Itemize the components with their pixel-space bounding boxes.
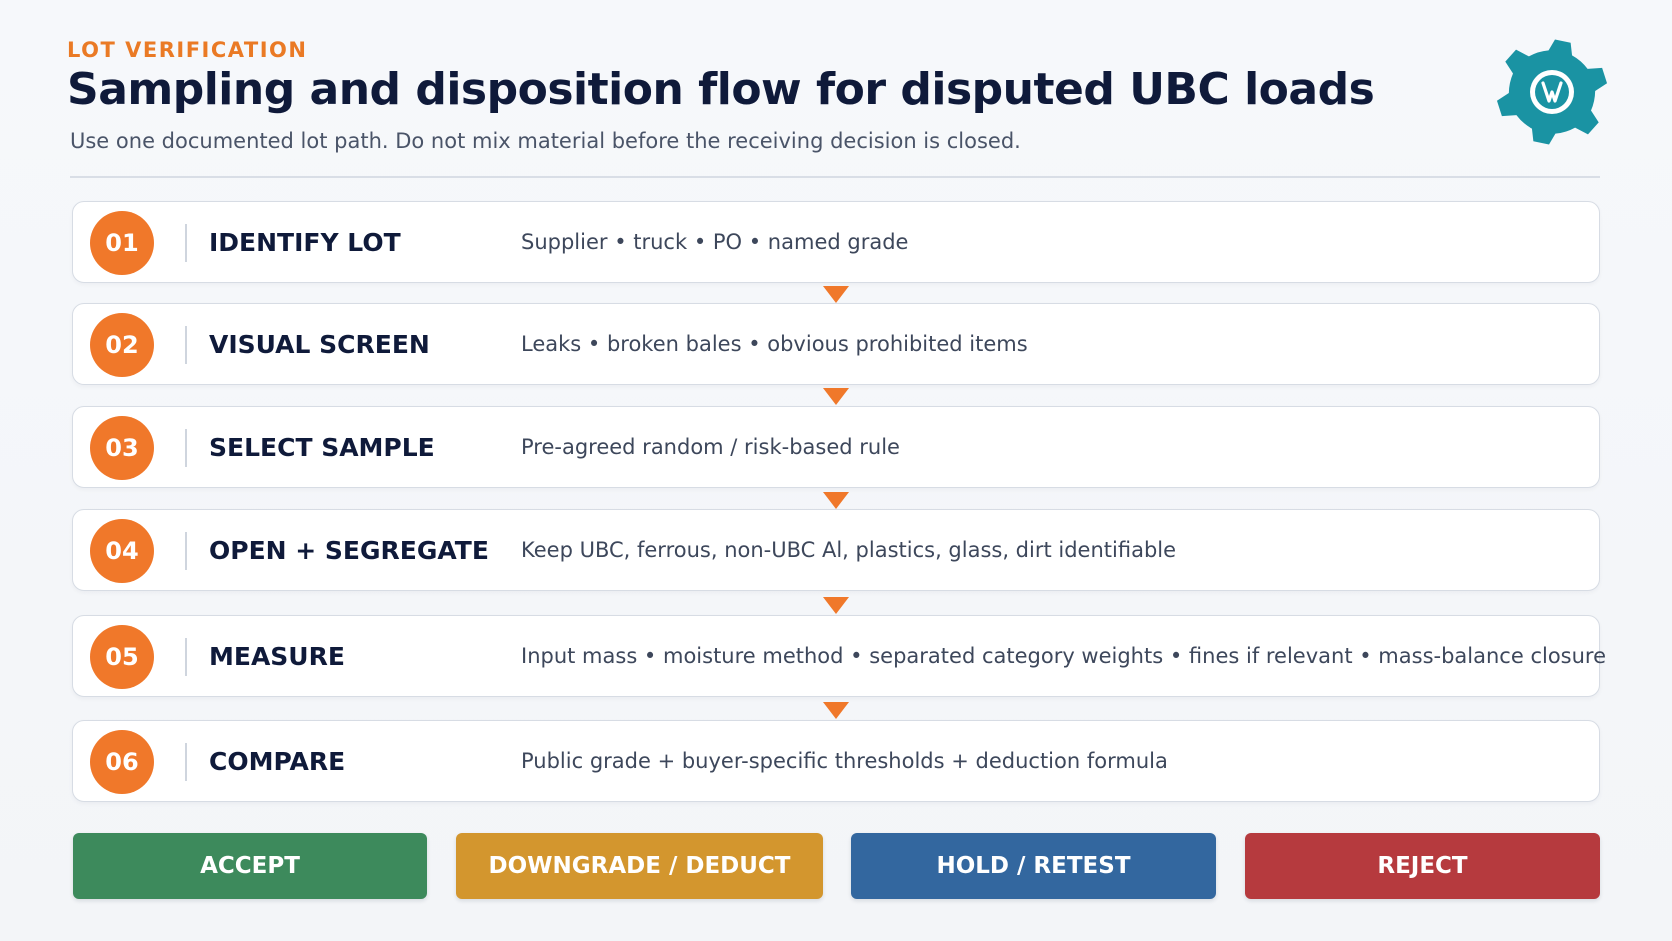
step-title: VISUAL SCREEN [209, 329, 430, 359]
gear-logo-mark [1541, 81, 1563, 103]
flow-arrow-down-icon [823, 286, 849, 303]
step-divider [185, 532, 187, 570]
header-divider [70, 176, 1600, 178]
page-title: Sampling and disposition flow for disput… [67, 64, 1375, 115]
step-title: SELECT SAMPLE [209, 432, 435, 462]
eyebrow-label: LOT VERIFICATION [67, 38, 308, 62]
flow-arrow-down-icon [823, 597, 849, 614]
step-description: Input mass • moisture method • separated… [521, 644, 1607, 668]
step-description: Keep UBC, ferrous, non-UBC Al, plastics,… [521, 538, 1177, 562]
step-number-badge: 01 [90, 211, 154, 275]
step-title: MEASURE [209, 641, 345, 671]
outcome-reject: REJECT [1245, 833, 1600, 899]
flow-arrow-down-icon [823, 388, 849, 405]
step-description: Leaks • broken bales • obvious prohibite… [521, 332, 1028, 356]
outcome-hold-retest: HOLD / RETEST [851, 833, 1216, 899]
step-divider [185, 743, 187, 781]
flow-step-measure: 05 MEASURE Input mass • moisture method … [72, 615, 1606, 697]
step-description: Supplier • truck • PO • named grade [521, 230, 909, 254]
step-number-badge: 03 [90, 416, 154, 480]
step-number-badge: 04 [90, 519, 154, 583]
flow-step-select-sample: 03 SELECT SAMPLE Pre-agreed random / ris… [72, 406, 1600, 488]
step-title: IDENTIFY LOT [209, 227, 401, 257]
step-number-badge: 02 [90, 313, 154, 377]
gear-logo-icon [1496, 39, 1608, 145]
flow-step-compare: 06 COMPARE Public grade + buyer-specific… [72, 720, 1600, 802]
flow-step-visual-screen: 02 VISUAL SCREEN Leaks • broken bales • … [72, 303, 1600, 385]
outcome-downgrade-deduct: DOWNGRADE / DEDUCT [456, 833, 823, 899]
step-divider [185, 326, 187, 364]
step-number-badge: 05 [90, 625, 154, 689]
step-description: Pre-agreed random / risk-based rule [521, 435, 900, 459]
flow-step-identify-lot: 01 IDENTIFY LOT Supplier • truck • PO • … [72, 201, 1600, 283]
page-subtitle: Use one documented lot path. Do not mix … [70, 129, 1021, 153]
step-divider [185, 224, 187, 262]
step-divider [185, 429, 187, 467]
step-title: COMPARE [209, 746, 346, 776]
flow-arrow-down-icon [823, 702, 849, 719]
step-title: OPEN + SEGREGATE [209, 535, 489, 565]
step-divider [185, 638, 187, 676]
gear-logo-shape [1496, 39, 1608, 145]
flow-arrow-down-icon [823, 492, 849, 509]
step-description: Public grade + buyer-specific thresholds… [521, 749, 1168, 773]
flow-step-open-segregate: 04 OPEN + SEGREGATE Keep UBC, ferrous, n… [72, 509, 1600, 591]
outcome-accept: ACCEPT [73, 833, 427, 899]
step-number-badge: 06 [90, 730, 154, 794]
